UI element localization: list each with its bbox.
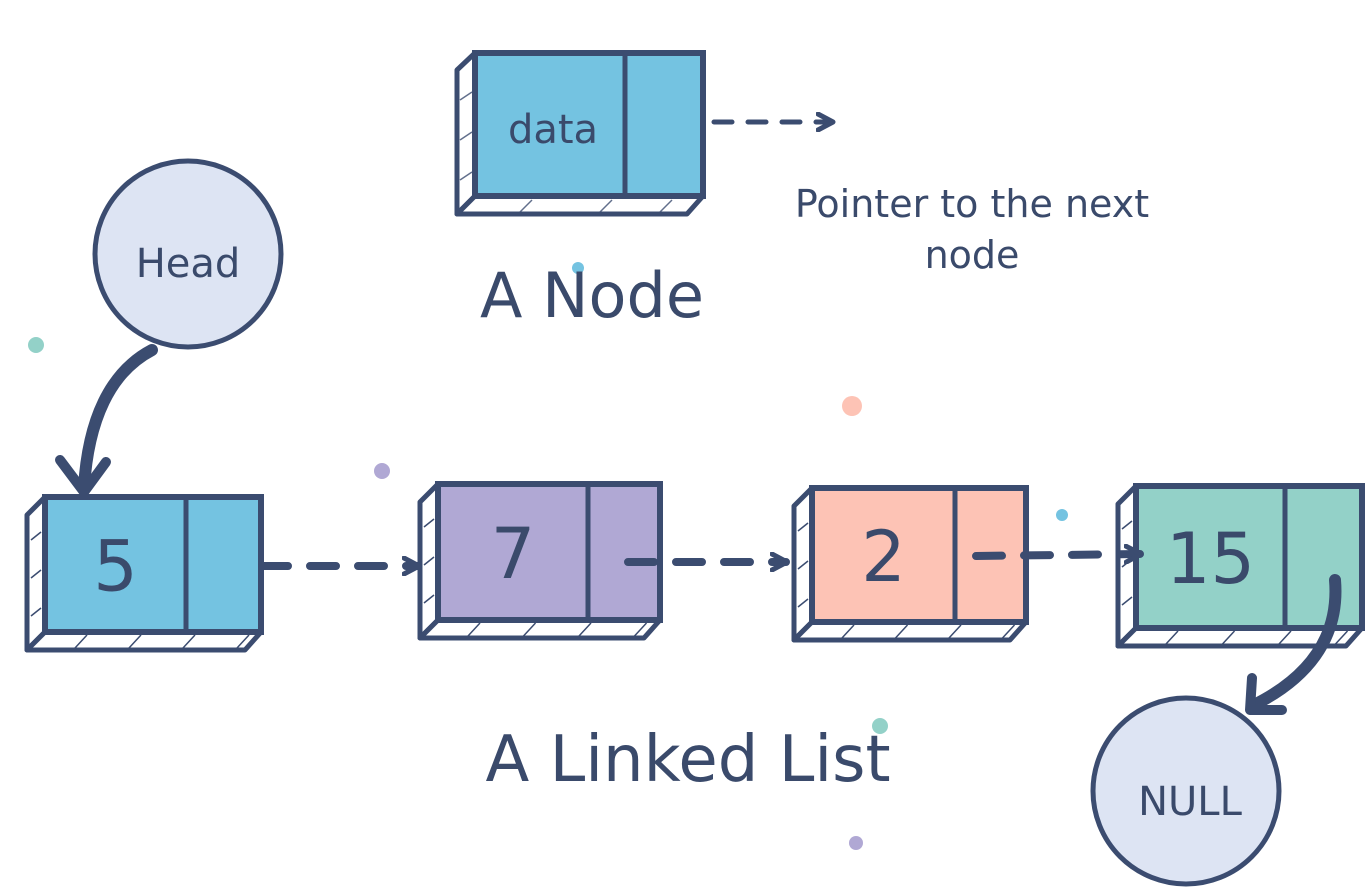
null-circle: [1090, 695, 1282, 887]
list-node-hatch: [522, 622, 537, 637]
list-node-hatch: [182, 634, 196, 649]
list-node-hatch: [797, 522, 809, 532]
next-pointer-arrows: [258, 554, 1144, 566]
list-node-hatch: [578, 622, 592, 637]
null-pointer-arrowhead: [1245, 673, 1287, 715]
list-node-hatch: [30, 531, 42, 541]
null-pointer-arrow: [1246, 574, 1342, 712]
null-group: NULL: [1090, 574, 1342, 887]
legend-pointer-label-line1: Pointer to the next: [795, 182, 1149, 226]
list-node-hatch: [423, 594, 435, 604]
head-label: Head: [136, 241, 241, 287]
list-node-hatch: [1001, 624, 1016, 639]
list-node-hatch: [423, 518, 435, 528]
list-node-hatch: [948, 624, 962, 639]
list-node-value: 5: [93, 526, 138, 608]
list-node-4: 15: [1115, 483, 1365, 649]
next-pointer-arrow-3: [972, 554, 1144, 556]
list-node-hatch: [841, 624, 855, 639]
list-node-hatch: [1334, 630, 1349, 645]
list-node-hatch: [1165, 630, 1179, 645]
legend-data-label: data: [508, 107, 598, 153]
linked-list-nodes: 5 7 2 15: [24, 481, 1365, 653]
list-node-hatch: [1278, 630, 1292, 645]
list-node-hatch: [74, 634, 88, 649]
list-node-2: 7: [417, 481, 663, 641]
list-node-hatch: [797, 598, 809, 608]
list-node-box: [42, 494, 264, 635]
list-node-hatch: [1221, 630, 1236, 645]
decor-dot: [872, 718, 888, 734]
head-pointer-arrowhead: [55, 455, 111, 497]
list-node-hatch: [30, 569, 42, 579]
legend-caption: A Node: [480, 259, 704, 332]
list-node-hatch: [128, 634, 142, 649]
list-node-hatch: [797, 560, 809, 570]
head-pointer-arrow: [78, 344, 158, 494]
list-node-value: 2: [861, 516, 906, 598]
decor-dot: [374, 463, 390, 479]
list-node-hatch: [894, 624, 909, 639]
decor-dot: [1056, 509, 1068, 521]
list-node-value: 15: [1166, 518, 1255, 600]
list-node-box: [1133, 483, 1365, 631]
legend-node-box: [472, 50, 706, 199]
decor-dot: [842, 396, 862, 416]
list-node-hatch: [633, 622, 648, 637]
decor-dot: [572, 262, 584, 274]
decor-dot: [28, 337, 44, 353]
list-node-hatch: [467, 622, 481, 637]
decorative-dots: [28, 262, 1068, 850]
list-node-hatch: [236, 634, 250, 649]
null-label: NULL: [1138, 779, 1242, 825]
list-node-hatch: [1121, 520, 1133, 530]
legend-node: data Pointer to the next node A Node: [454, 50, 1149, 332]
list-node-3: 2: [791, 485, 1029, 643]
list-node-box: [435, 481, 663, 623]
decor-dot: [849, 836, 863, 850]
list-caption: A Linked List: [485, 723, 890, 797]
list-node-1: 5: [24, 494, 264, 653]
head-group: Head: [55, 158, 284, 497]
list-node-value: 7: [491, 513, 536, 595]
list-node-hatch: [423, 556, 435, 566]
list-node-hatch: [30, 607, 42, 617]
legend-pointer-label-line2: node: [925, 233, 1020, 277]
head-circle: [92, 158, 284, 350]
list-node-hatch: [1121, 596, 1133, 606]
